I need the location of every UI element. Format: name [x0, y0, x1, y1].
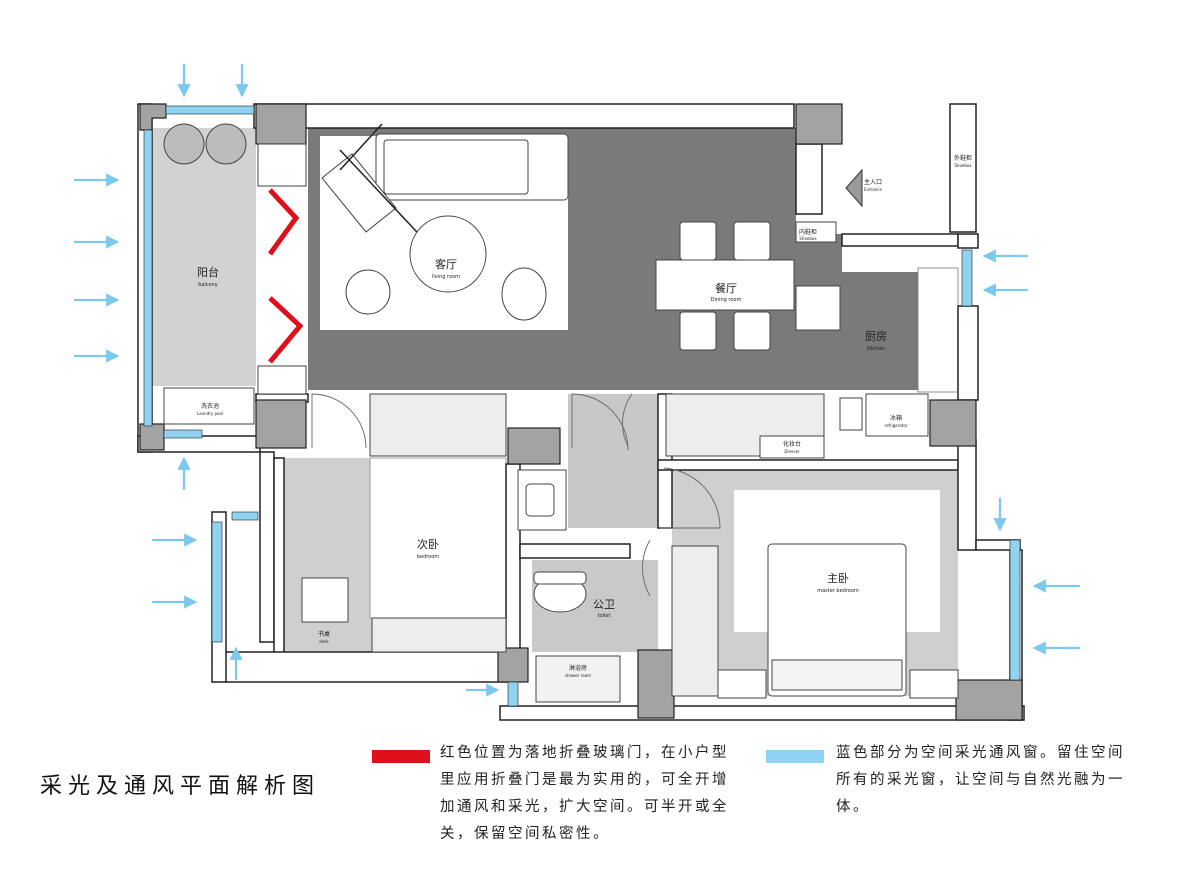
second-bedroom-label-en: bedroom: [417, 554, 439, 560]
blue-legend-line: 体。: [836, 799, 870, 815]
fridge-label-en: refrigerator: [885, 423, 908, 428]
bathroom-label-en: toilet: [598, 613, 611, 619]
furniture: [163, 123, 959, 703]
fridge-label: 冰箱: [890, 414, 902, 422]
folding-doors: [267, 188, 304, 364]
red-legend-line: 加通风和采光，扩大空间。可半开或全: [440, 799, 729, 815]
red-legend-line: 里应用折叠门是最为实用的，可全开增: [440, 772, 729, 788]
living-label-en: living room: [432, 274, 460, 280]
hallway-floor: [568, 394, 660, 528]
shoebox-outer-label-en: Shoebox: [954, 163, 972, 168]
blue-swatch: [766, 750, 824, 763]
living-label: 客厅: [435, 257, 457, 271]
bathroom-label: 公卫: [593, 598, 615, 611]
dining-label: 餐厅: [715, 281, 737, 295]
red-legend: 红色位置为落地折叠玻璃门，在小户型 里应用折叠门是最为实用的，可全开增 加通风和…: [440, 740, 760, 848]
dining-label-en: Dining room: [711, 297, 742, 303]
master-bedroom-label-en: master bedroom: [817, 588, 859, 594]
airflow-arrows: [74, 64, 1080, 697]
balcony-label: 阳台: [197, 265, 219, 279]
master-bedroom-label: 主卧: [827, 572, 849, 585]
dresser-label-en: Dresser: [784, 449, 800, 454]
blue-legend-line: 蓝色部分为空间采光通风窗。留住空间: [836, 745, 1125, 761]
balcony-label-en: balcony: [198, 282, 218, 288]
laundry-label-en: Laundry pool: [197, 411, 223, 416]
balcony-floor: [152, 128, 256, 386]
desk-label-en: desk: [319, 639, 329, 644]
shoebox-outer-label: 外鞋柜: [954, 154, 972, 162]
blue-legend-line: 所有的采光窗，让空间与自然光融为一: [836, 772, 1125, 788]
shower-label: 淋浴房: [569, 664, 587, 672]
second-bedroom-label: 次卧: [417, 537, 439, 551]
shoebox-inner-label-en: Shoebox: [799, 236, 817, 241]
shoebox-inner-label: 内鞋柜: [799, 228, 817, 236]
page-title: 采光及通风平面解析图: [40, 774, 321, 799]
kitchen-counter: [917, 267, 959, 393]
door-swings: [311, 393, 721, 597]
red-legend-line: 红色位置为落地折叠玻璃门，在小户型: [440, 745, 729, 761]
glass-windows: [143, 105, 1021, 707]
shower-label-en: shower room: [565, 673, 591, 678]
red-legend-line: 关，保留空间私密性。: [440, 826, 610, 842]
entrance-label: 主入口: [864, 178, 882, 186]
kitchen-label: 厨房: [865, 330, 887, 343]
blue-legend: 蓝色部分为空间采光通风窗。留住空间 所有的采光窗，让空间与自然光融为一 体。: [836, 740, 1166, 821]
desk-label: 书桌: [318, 630, 330, 638]
floor-plan: 阳台 balcony 客厅 living room 餐厅 Dining room…: [74, 64, 1080, 721]
columns: [139, 103, 1023, 721]
entrance-arrow-icon: [845, 168, 863, 208]
dresser-label: 化妆台: [783, 440, 801, 448]
red-swatch: [372, 750, 430, 763]
kitchen-label-en: kitchen: [867, 346, 885, 352]
entrance-label-en: Entrance: [864, 187, 882, 192]
laundry-label: 洗衣池: [201, 402, 219, 410]
